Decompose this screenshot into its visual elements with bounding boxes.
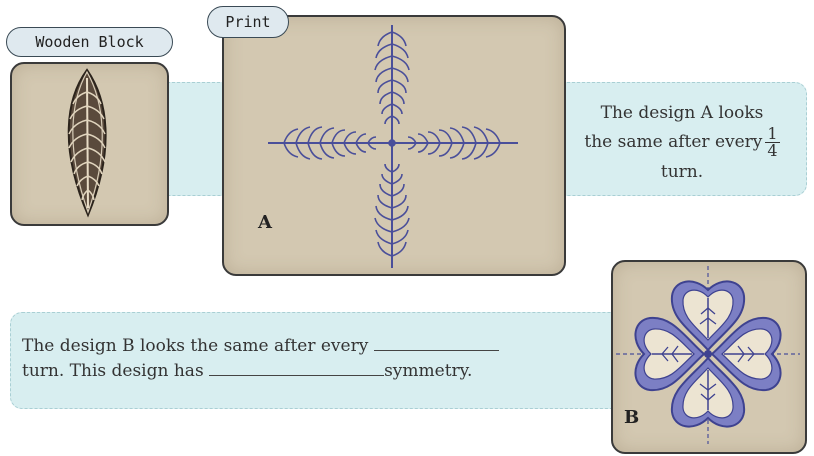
- caption-a-line2-text: the same after every: [584, 132, 763, 152]
- caption-b-line2-end: symmetry.: [384, 361, 473, 381]
- print-tag: Print: [207, 6, 289, 38]
- fraction-denominator: 4: [767, 141, 778, 160]
- wooden-block-tag: Wooden Block: [6, 27, 173, 57]
- design-a-feathers: [268, 25, 518, 268]
- caption-b-line1-text: The design B looks the same after every: [22, 336, 369, 356]
- design-b-letter: B: [624, 407, 640, 428]
- wooden-leaf-block-icon: [67, 68, 107, 218]
- caption-a-line3: turn.: [660, 162, 704, 182]
- caption-b: The design B looks the same after every …: [22, 334, 499, 384]
- fraction-numerator: 1: [765, 124, 780, 143]
- answer-blank-turn[interactable]: [373, 350, 499, 351]
- caption-a-line1: The design A looks: [600, 103, 764, 123]
- band-bottom: [10, 312, 652, 409]
- caption-b-line2-start: turn. This design has: [22, 361, 204, 381]
- caption-b-line1: The design B looks the same after every: [22, 334, 499, 359]
- caption-b-line2: turn. This design has symmetry.: [22, 359, 499, 384]
- answer-blank-symmetry[interactable]: [209, 375, 385, 376]
- design-b-hearts: [616, 266, 800, 444]
- design-a-letter: A: [258, 212, 272, 233]
